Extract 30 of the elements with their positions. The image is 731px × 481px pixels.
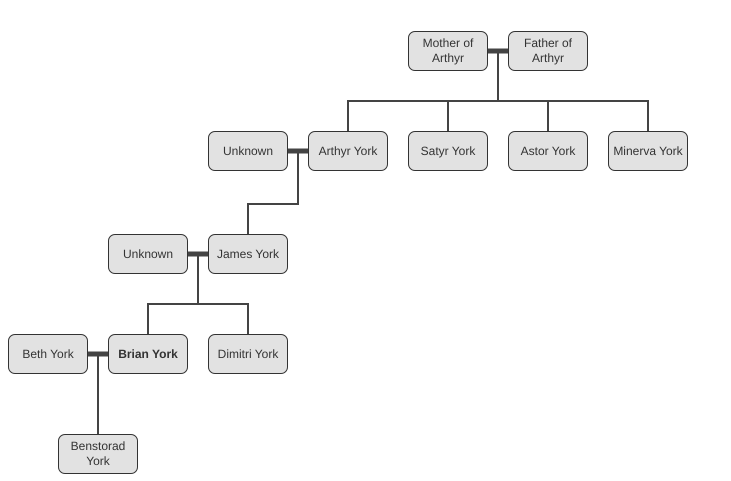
marriage-line <box>88 352 108 356</box>
person-name: Unknown <box>222 144 274 158</box>
person-box <box>408 31 488 71</box>
person-box <box>608 131 688 171</box>
person-name: Astor York <box>520 144 576 158</box>
person-box <box>8 334 88 374</box>
person-name: Arthyr York <box>318 144 378 158</box>
person-name: Beth York <box>22 346 74 362</box>
person-box <box>108 234 188 274</box>
person-box <box>208 334 288 374</box>
person-name: Unknown <box>122 246 174 262</box>
person-name: Brian York <box>118 346 178 362</box>
person-box <box>58 434 138 474</box>
person-name: Satyr York <box>420 144 476 158</box>
marriage-line <box>488 48 508 54</box>
person-box <box>508 131 588 171</box>
person-name: Father of Arthyr <box>522 36 574 66</box>
person-name: James York <box>216 246 280 262</box>
person-name: Dimitri York <box>218 346 278 362</box>
person-name: Mother of Arthyr <box>422 36 474 66</box>
person-box <box>208 131 288 171</box>
person-box <box>308 131 388 171</box>
person-box <box>508 31 588 71</box>
person-box <box>208 234 288 274</box>
person-name: Minerva York <box>613 144 683 158</box>
marriage-line <box>288 148 308 154</box>
person-box <box>408 131 488 171</box>
person-box <box>108 334 188 374</box>
marriage-line <box>188 252 208 256</box>
person-name: Benstorad York <box>70 439 126 469</box>
